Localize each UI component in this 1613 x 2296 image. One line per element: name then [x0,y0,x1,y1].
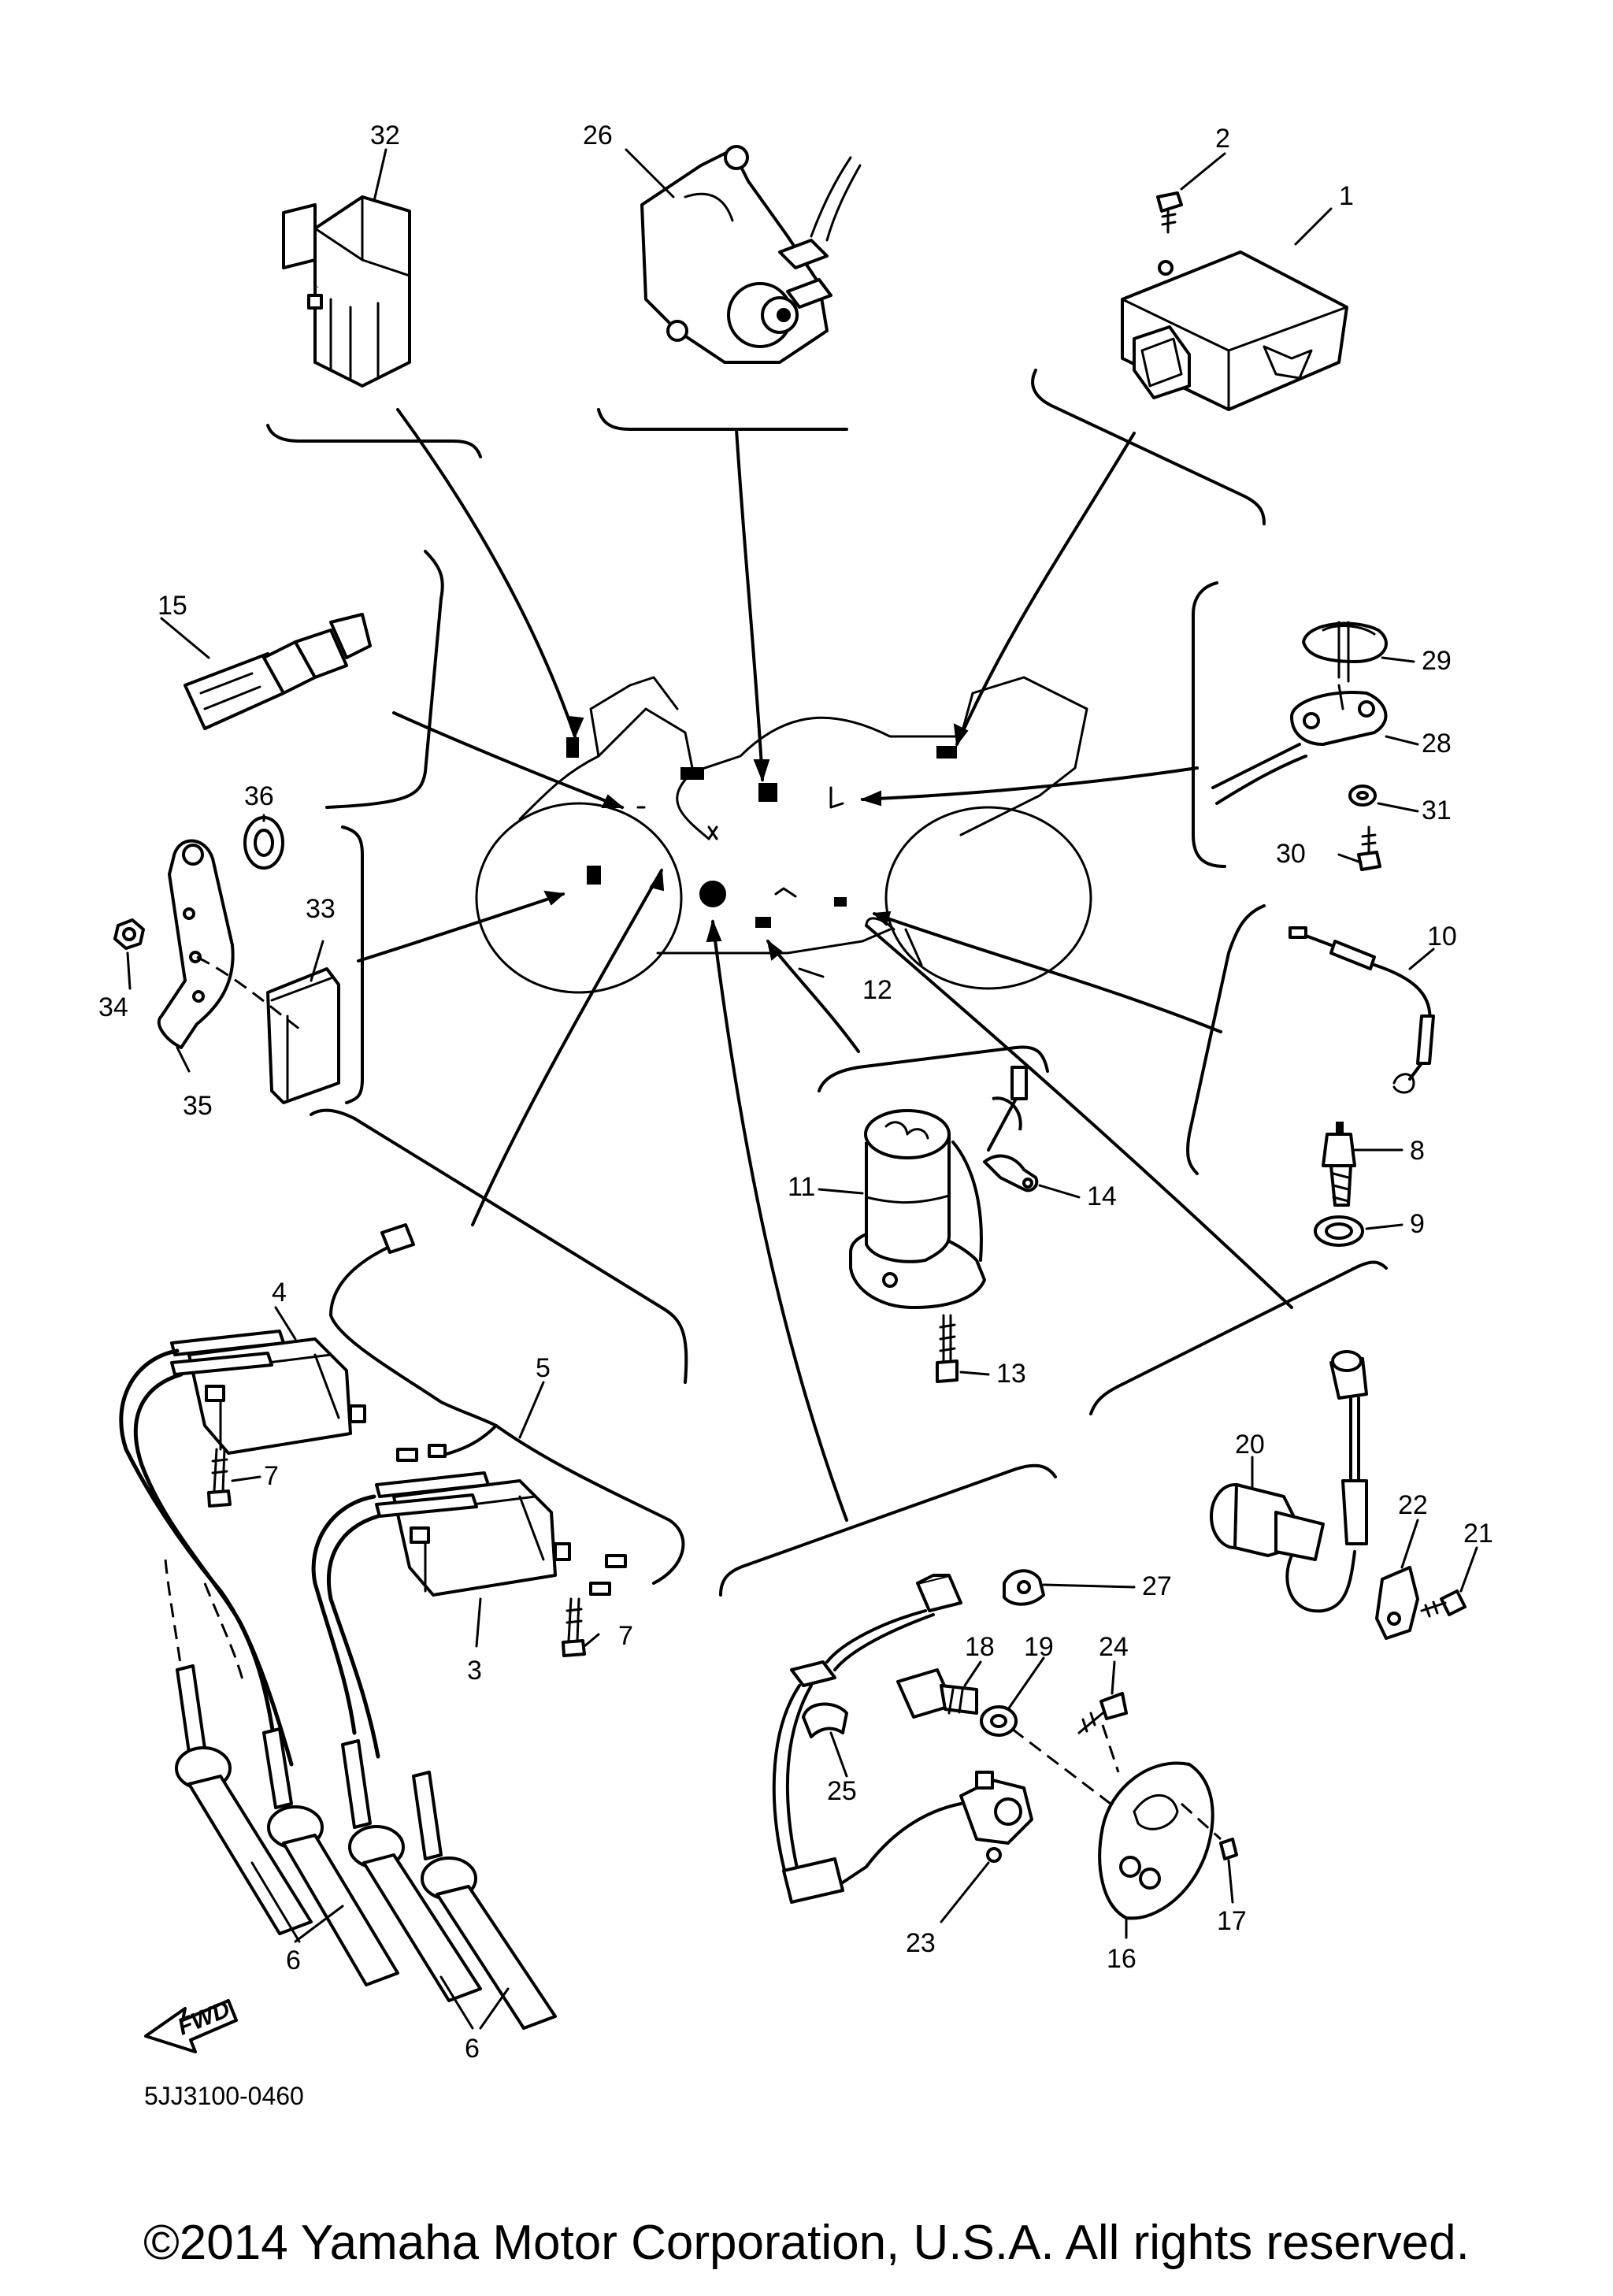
harness-part-5 [329,1223,685,1596]
callout-29: 29 [1422,646,1452,676]
callout-1: 1 [1339,181,1354,211]
callout-14: 14 [1087,1181,1117,1211]
callout-6a: 6 [286,1945,301,1975]
bracket-part-22 [1375,1566,1419,1640]
callout-28: 28 [1422,729,1452,759]
callout-32: 32 [370,121,400,150]
callout-12: 12 [862,975,892,1005]
lead-part-10 [1289,926,1435,1094]
coil-part-3 [375,1471,571,1597]
pickup-part-23 [841,1771,1033,1884]
motorcycle-outline [475,676,1092,994]
screw-part-24 [1077,1692,1128,1734]
callout-15: 15 [158,591,187,621]
callout-3: 3 [467,1656,482,1686]
callout-34: 34 [98,992,128,1022]
bracket-part-35 [157,839,235,1049]
callout-13: 13 [996,1359,1026,1389]
nut-part-34 [113,918,145,950]
bolt-part-7b [562,1597,586,1657]
plug-cap-3 [341,1739,482,2002]
callout-11: 11 [788,1172,815,1202]
terminal-part-27 [1003,1569,1045,1606]
callout-leaders [126,148,1478,2030]
callout-27: 27 [1142,1571,1172,1601]
callout-16: 16 [1107,1944,1137,1974]
pickup-dashes [1011,1724,1222,1841]
callout-9: 9 [1410,1209,1425,1239]
screw-part-2 [1156,191,1183,234]
sensor-part-26 [640,145,862,364]
callout-5: 5 [536,1353,551,1383]
ecu-part-1 [1121,250,1348,411]
callout-2: 2 [1215,124,1230,154]
lead-part-12-stub [987,1066,1028,1152]
washer-part-19 [980,1705,1018,1737]
speed-sensor-part-20 [1210,1483,1356,1613]
washer-part-36 [243,816,284,870]
sensor-part-15 [184,613,372,730]
callout-33: 33 [306,894,336,924]
connector-part-20-lead [1329,1350,1368,1545]
pin-part-17 [1219,1838,1238,1860]
fwd-arrow-icon: FWD [144,1996,238,2053]
plug-cap-4 [412,1771,557,2030]
callout-22: 22 [1398,1490,1428,1520]
callout-21: 21 [1463,1519,1493,1549]
screw-part-30 [1357,825,1381,871]
gasket-part-16 [1098,1761,1214,1920]
plug-cap-2 [262,1727,399,1986]
gasket-part-9 [1314,1215,1364,1247]
copyright-notice: ©2014 Yamaha Motor Corporation, U.S.A. A… [143,2216,1470,2270]
part-code: 5JJ3100-0460 [144,2082,304,2110]
callout-labels: 1 2 3 4 5 6 6 7 7 8 9 10 11 12 13 14 15 … [98,121,1493,2064]
solenoid-part-11 [849,1109,986,1309]
callout-8: 8 [1410,1136,1425,1166]
bolt-part-21 [1420,1589,1467,1618]
callout-35: 35 [183,1091,213,1121]
coil-part-4 [170,1330,366,1455]
callout-18: 18 [965,1632,995,1662]
washer-part-31 [1348,784,1377,807]
plug-leads-part-6 [119,1348,557,2030]
frame-markers [566,737,957,928]
bolt-part-18 [896,1668,978,1719]
callout-4: 4 [272,1278,287,1307]
callout-26: 26 [583,121,613,150]
plug-cap-1 [175,1664,313,1935]
callout-30: 30 [1276,839,1306,869]
leader-lines [357,408,1293,1522]
callout-31: 31 [1422,796,1452,825]
coupler-part-near-25 [772,1574,962,1904]
group-brackets [266,369,1388,1597]
callout-23: 23 [906,1928,936,1958]
callout-7b: 7 [618,1621,633,1651]
bolt-part-7a [207,1448,232,1508]
switch-part-8 [1322,1122,1356,1207]
callout-36: 36 [244,781,274,811]
sender-part-28 [1211,684,1388,805]
callout-19: 19 [1024,1632,1054,1662]
callout-10: 10 [1427,922,1457,951]
callout-20: 20 [1235,1430,1265,1460]
callout-7a: 7 [264,1461,279,1491]
cushion-part-33 [196,955,340,1104]
terminal-part-14 [983,1154,1039,1193]
bolt-part-13 [936,1314,959,1383]
float-part-29 [1302,621,1388,683]
callout-6b: 6 [465,2034,480,2064]
callout-25: 25 [827,1776,857,1806]
callout-24: 24 [1099,1632,1129,1662]
clamp-part-25 [802,1702,848,1738]
leader-arrowheads [543,715,969,961]
callout-17: 17 [1217,1906,1247,1936]
relay-part-32 [282,195,411,388]
